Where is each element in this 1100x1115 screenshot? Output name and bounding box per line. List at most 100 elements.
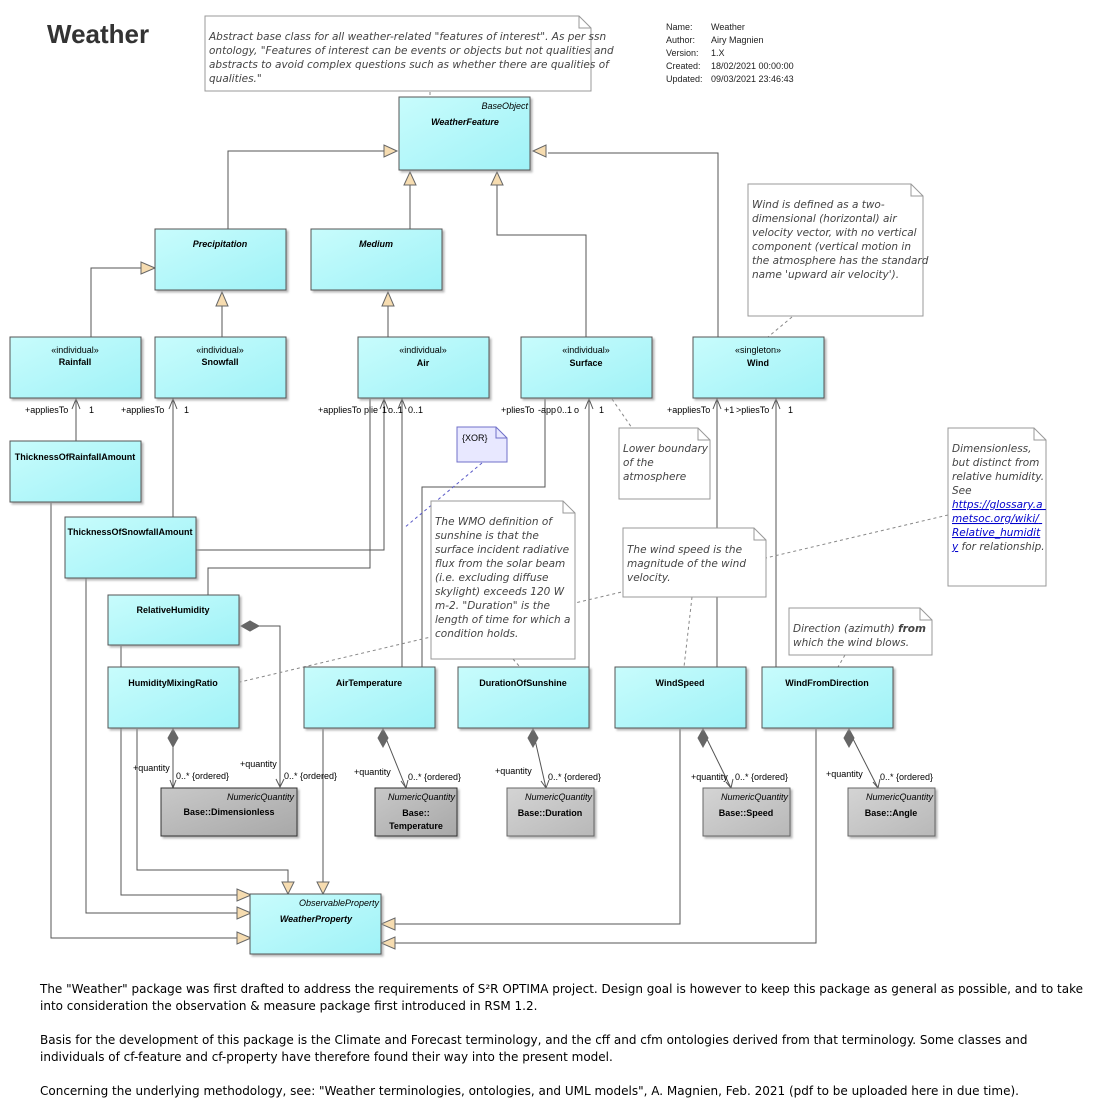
comp-windspeed-speed [702, 730, 732, 789]
class-snowfall[interactable]: «individual» Snowfall [154, 336, 287, 399]
class-weatherproperty[interactable]: ObservableProperty WeatherProperty [249, 893, 382, 955]
multiplicity-label: 0..1 [557, 405, 572, 415]
class-name: Surface [569, 358, 602, 368]
multiplicity-label: 0..1 [408, 405, 423, 415]
note-line: magnitude of the wind [627, 558, 746, 570]
note-line: The wind speed is the [627, 544, 742, 556]
meta-created-label: Created: [666, 61, 701, 71]
xor-constraint: {XOR} [462, 433, 488, 443]
stereotype-label: NumericQuantity [227, 792, 295, 802]
class-surface[interactable]: «individual» Surface [520, 336, 653, 399]
composition-diamonds [167, 620, 855, 749]
stereotype-label: NumericQuantity [721, 792, 789, 802]
note-line: but distinct from [952, 457, 1039, 469]
multiplicity-label: o [574, 405, 579, 415]
meta-author-label: Author: [666, 35, 695, 45]
meta-created: 18/02/2021 00:00:00 [711, 61, 794, 71]
class-name: AirTemperature [336, 678, 402, 688]
generalization-precipitation-weatherfeature [227, 150, 388, 229]
svg-text:Dimensionless, but disti: Dimensionless, but distinct from relativ… [952, 443, 1047, 497]
class-windfromdirection[interactable]: WindFromDirection [761, 666, 894, 729]
meta-name-label: Name: [666, 22, 693, 32]
class-airtemperature[interactable]: AirTemperature [303, 666, 436, 729]
glossary-link[interactable]: https://glossary.a metsoc.org/wiki/ Rela… [952, 499, 1046, 539]
class-name: DurationOfSunshine [479, 678, 567, 688]
class-humiditymixingratio[interactable]: HumidityMixingRatio [107, 666, 240, 729]
note-line: abstracts to avoid complex questions suc… [209, 59, 611, 71]
multiplicity-label: 1 [788, 405, 793, 415]
link-line[interactable]: metsoc.org/wiki/ [952, 513, 1040, 525]
note-line: Lower boundary [623, 443, 709, 455]
meta-version-label: Version: [666, 48, 699, 58]
metadata-block: Name: Weather Author: Airy Magnien Versi… [666, 22, 794, 84]
notelink-surface [611, 398, 633, 429]
role-label: plie [364, 405, 378, 415]
meta-updated: 09/03/2021 23:46:43 [711, 74, 794, 84]
note-line: dimensional (horizontal) air [752, 213, 897, 225]
note-wind: Wind is defined as a two- dimensional (h… [747, 183, 929, 317]
stereotype-label: «individual» [196, 345, 244, 355]
assoc-airtemp-surface [421, 399, 546, 667]
class-base-speed[interactable]: NumericQuantity Base::Speed [702, 787, 791, 837]
gen-thicknessrain-weatherproperty [50, 503, 238, 939]
link-line[interactable]: Relative_humidit [952, 527, 1041, 539]
class-air[interactable]: «individual» Air [357, 336, 490, 399]
class-base-temperature[interactable]: NumericQuantity Base:: Temperature [374, 787, 458, 837]
note-weatherfeature: Abstract base class for all weather-rela… [204, 15, 617, 92]
stereotype-label: «individual» [51, 345, 99, 355]
link-line[interactable]: y [951, 541, 959, 553]
class-name: Base::Speed [719, 808, 774, 818]
gen-relhumidity-weatherproperty [120, 646, 238, 896]
class-medium[interactable]: Medium [310, 228, 443, 291]
notelink-wind [767, 316, 793, 338]
notelink-xor [403, 462, 483, 529]
class-base-duration[interactable]: NumericQuantity Base::Duration [506, 787, 595, 837]
note-line: component (vertical motion in [752, 241, 911, 253]
class-name: Rainfall [59, 357, 92, 367]
note-line: The WMO definition of [435, 516, 554, 528]
class-name: ThicknessOfSnowfallAmount [67, 527, 192, 537]
note-line: ontology, "Features of interest can be e… [209, 45, 614, 57]
class-thicknessofsnowfallamount[interactable]: ThicknessOfSnowfallAmount [64, 516, 197, 579]
description-paragraph-2: Basis for the development of this packag… [40, 1033, 1028, 1064]
class-windspeed[interactable]: WindSpeed [614, 666, 747, 729]
role-label: +quantity [826, 769, 863, 779]
class-thicknessofrainfallamount[interactable]: ThicknessOfRainfallAmount [9, 440, 142, 503]
connectors [50, 92, 949, 944]
link-line[interactable]: https://glossary.a [952, 499, 1043, 511]
note-line: flux from the solar beam [435, 558, 565, 570]
class-weatherfeature[interactable]: BaseObject WeatherFeature [398, 96, 531, 171]
class-precipitation[interactable]: Precipitation [154, 228, 287, 291]
class-wind[interactable]: «singleton» Wind [692, 336, 825, 399]
class-base-angle[interactable]: NumericQuantity Base::Angle [847, 787, 936, 837]
multiplicity-label: 1 [89, 405, 94, 415]
comp-winddir-angle [848, 730, 879, 789]
class-rainfall[interactable]: «individual» Rainfall [9, 336, 142, 399]
note-line: velocity vector, with no vertical [752, 227, 917, 239]
multiplicity-label: 0..* {ordered} [284, 771, 337, 781]
class-base-dimensionless[interactable]: NumericQuantity Base::Dimensionless [160, 787, 298, 837]
note-line: qualities." [209, 73, 262, 85]
multiplicity-label: 1 [184, 405, 189, 415]
note-line: m-2. "Duration" is the [435, 600, 550, 612]
svg-text:The wind speed is the ma: The wind speed is the magnitude of the w… [627, 544, 749, 584]
role-label: +appliesTo [667, 405, 710, 415]
role-label: +appliesTo [318, 405, 361, 415]
assoc-air-extra [196, 399, 385, 551]
gen-mixingratio-weatherproperty [136, 729, 289, 882]
class-name: Base::Dimensionless [183, 807, 274, 817]
svg-text:Abstract base class for all we: Abstract base class for all weather-rela… [208, 31, 617, 85]
role-label: +appliesTo [121, 405, 164, 415]
role-label: +quantity [691, 772, 728, 782]
class-name: Snowfall [201, 357, 238, 367]
class-name: WindSpeed [656, 678, 705, 688]
class-relativehumidity[interactable]: RelativeHumidity [107, 594, 240, 646]
class-durationofsunshine[interactable]: DurationOfSunshine [457, 666, 590, 729]
role-label: +quantity [240, 759, 277, 769]
role-label: >pliesTo [736, 405, 769, 415]
svg-text:Lower boundary of the: Lower boundary of the atmosphere [623, 443, 711, 483]
stereotype-label: «individual» [399, 345, 447, 355]
role-label: +quantity [133, 763, 170, 773]
stereotype-label: ObservableProperty [299, 898, 380, 908]
stereotype-label: «individual» [562, 345, 610, 355]
